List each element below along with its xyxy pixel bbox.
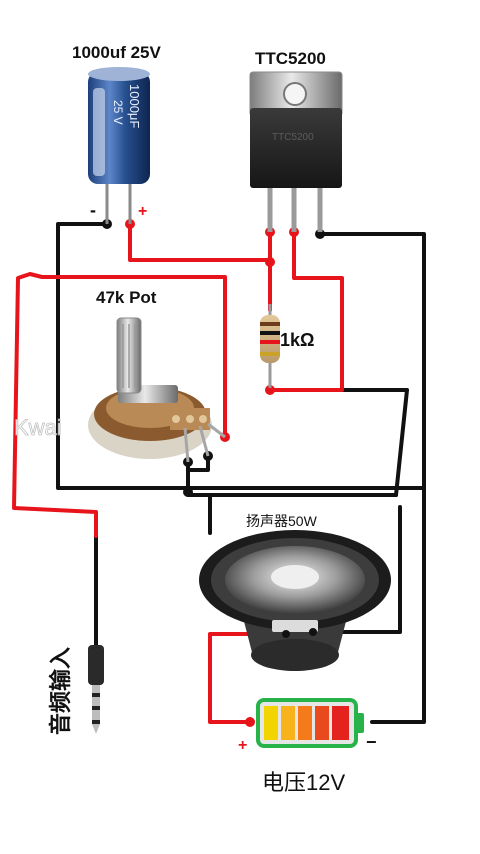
transistor: TTC5200 — [249, 71, 343, 232]
bat-plus-sign: + — [238, 737, 247, 754]
speaker-label: 扬声器50W — [246, 513, 318, 529]
wire-base-to-right — [268, 232, 344, 392]
potentiometer-label: 47k Pot — [96, 288, 157, 307]
speaker — [199, 530, 391, 671]
wire-cap-negative-ground — [56, 222, 426, 490]
battery-label: 电压12V — [262, 770, 345, 795]
junction-res-top — [265, 257, 275, 267]
audio-input-label: 音频输入 — [48, 647, 73, 735]
resistor — [260, 304, 280, 388]
bat-minus-sign: − — [366, 732, 377, 752]
audio-jack — [88, 645, 104, 734]
capacitor-body-text-1: 1000μF — [127, 84, 142, 128]
cap-minus-sign: - — [90, 200, 96, 220]
junction-res-bottom — [265, 385, 275, 395]
wire-transistor-emitter-right — [318, 232, 426, 724]
transistor-label: TTC5200 — [255, 49, 326, 68]
capacitor: 1000μF 25 V — [88, 67, 150, 224]
potentiometer — [88, 317, 226, 463]
battery — [256, 698, 364, 748]
wire-cross-link — [340, 388, 409, 497]
cap-plus-sign: + — [138, 203, 147, 220]
resistor-label: 1kΩ — [280, 330, 314, 350]
capacitor-label: 1000uf 25V — [72, 43, 161, 62]
wire-pot-loop — [12, 272, 227, 538]
capacitor-body-text-2: 25 V — [111, 100, 125, 125]
junction-bus — [183, 487, 193, 497]
wire-cap-positive-collector — [128, 222, 272, 262]
transistor-body-text: TTC5200 — [272, 132, 314, 143]
junction-bat-plus — [245, 717, 255, 727]
watermark: Kwai — [14, 415, 62, 440]
